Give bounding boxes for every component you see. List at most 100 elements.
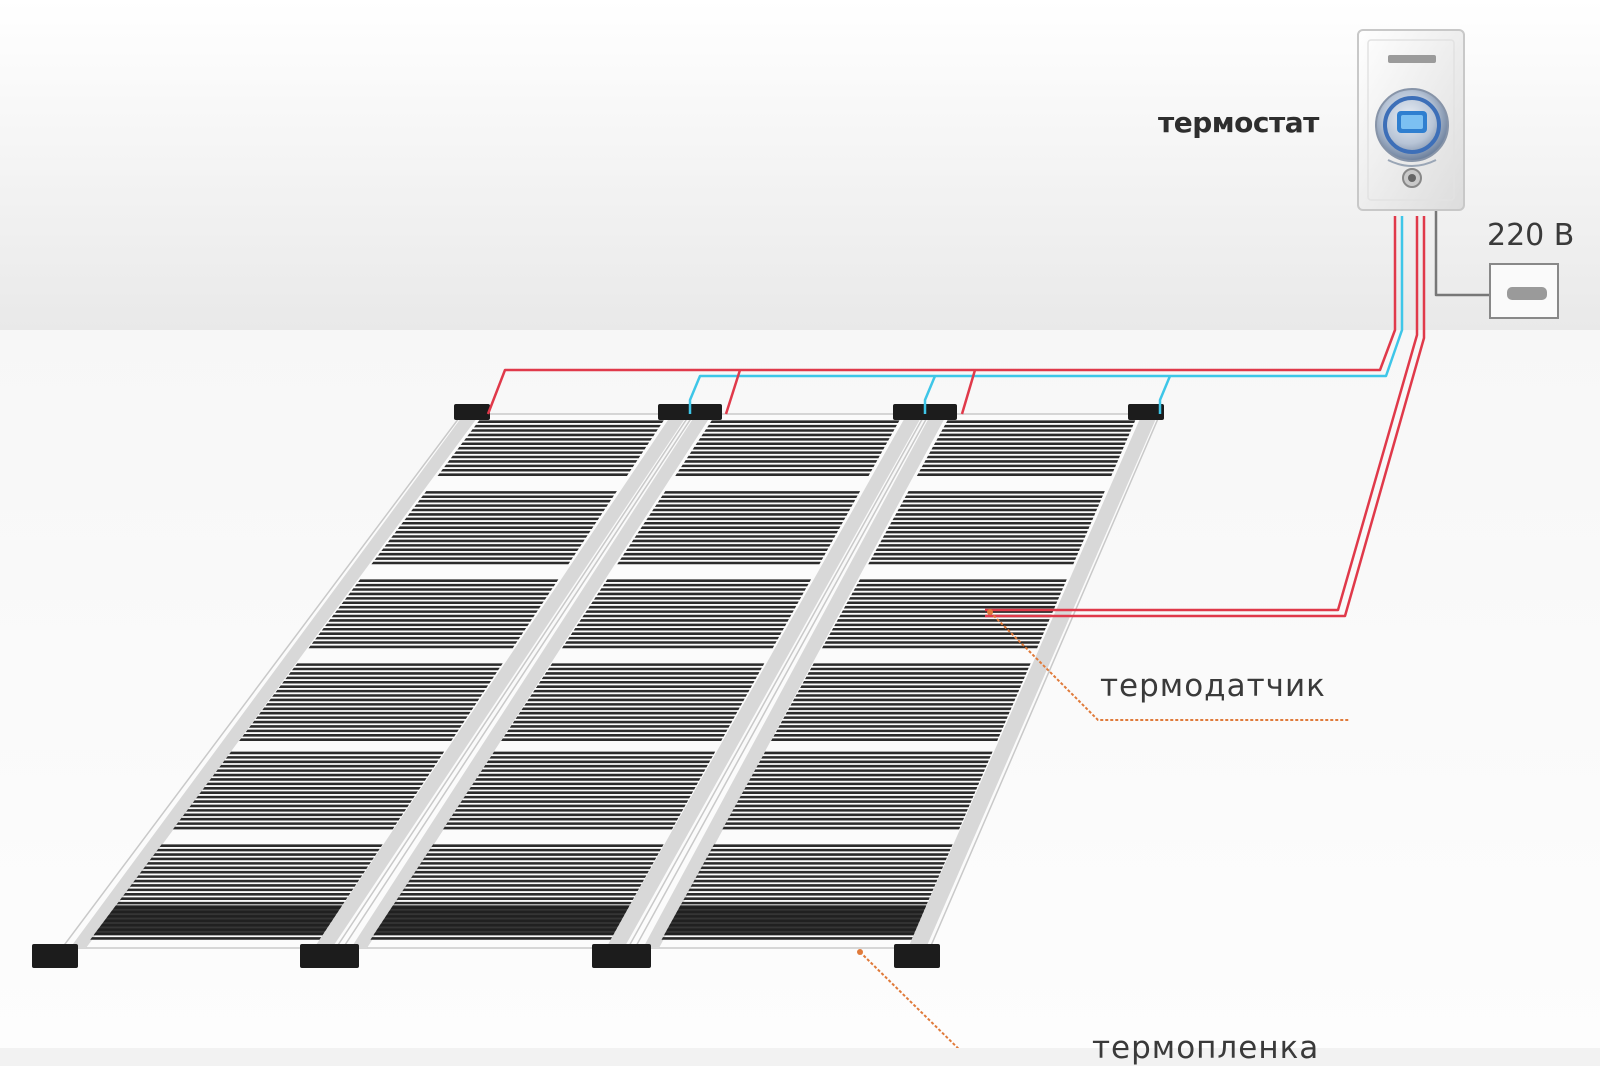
heating-stripe xyxy=(625,548,829,552)
thermostat-device xyxy=(1357,29,1465,211)
heating-stripe xyxy=(414,504,609,507)
terminal-clamp xyxy=(893,404,929,420)
heating-stripe xyxy=(374,557,573,560)
heating-stripe xyxy=(501,738,723,741)
heating-stripe xyxy=(853,588,1063,591)
heating-stripe xyxy=(335,610,538,613)
heating-stripe xyxy=(245,729,459,733)
heating-stripe xyxy=(153,853,377,856)
heating-stripe xyxy=(591,601,799,605)
heating-stripe xyxy=(219,764,436,768)
heating-stripe xyxy=(763,751,993,755)
heating-stripe xyxy=(408,879,644,883)
heating-stripe xyxy=(681,901,928,905)
heating-stripe xyxy=(790,703,1014,706)
heating-stripe xyxy=(683,897,930,900)
heating-stripe xyxy=(880,539,1084,543)
heating-stripe xyxy=(156,848,380,852)
heating-stripe xyxy=(146,862,371,865)
heating-stripe xyxy=(315,636,521,640)
heating-stripe xyxy=(393,901,632,905)
heating-stripe xyxy=(358,579,559,582)
power-socket xyxy=(1489,263,1559,319)
heating-stripe xyxy=(924,460,1119,463)
terminal-clamp xyxy=(313,944,359,968)
film-strip-2 xyxy=(341,413,927,949)
heating-stripe xyxy=(756,764,987,768)
heating-stripe xyxy=(826,636,1043,640)
heating-stripe xyxy=(179,817,401,821)
heating-stripe xyxy=(518,711,738,715)
heating-stripe xyxy=(295,663,503,666)
heating-stripe xyxy=(391,535,588,538)
heating-stripe xyxy=(683,460,878,463)
heating-stripe xyxy=(533,689,750,693)
sensor-label: термодатчик xyxy=(1100,668,1326,704)
heating-stripe xyxy=(570,632,782,635)
heating-stripe xyxy=(443,826,674,830)
heating-stripe xyxy=(396,897,635,900)
heating-stripe xyxy=(564,641,777,644)
heating-stripe xyxy=(780,720,1006,724)
heating-stripe xyxy=(252,720,465,724)
heating-stripe xyxy=(640,526,841,529)
terminal-clamp xyxy=(921,404,957,420)
heating-stripe xyxy=(787,707,1012,711)
heating-stripe xyxy=(321,627,527,631)
heating-stripe xyxy=(824,641,1041,644)
heating-stripe xyxy=(858,579,1067,582)
heating-stripe xyxy=(875,548,1081,552)
heating-stripe xyxy=(646,517,846,521)
heating-stripe xyxy=(698,870,942,874)
heating-stripe xyxy=(457,446,647,450)
heating-stripe xyxy=(448,817,679,821)
heating-stripe xyxy=(770,738,999,741)
heating-stripe xyxy=(800,685,1022,688)
heating-stripe xyxy=(417,499,612,503)
heating-stripe xyxy=(341,601,544,605)
heating-stripe xyxy=(686,455,880,459)
heating-stripe xyxy=(541,676,757,680)
heating-stripe xyxy=(351,588,553,591)
heating-stripe xyxy=(916,473,1113,476)
heating-stripe xyxy=(413,870,649,874)
terminal-clamp xyxy=(686,404,722,420)
heating-stripe xyxy=(929,451,1122,454)
heating-stripe xyxy=(904,495,1103,499)
heating-stripe xyxy=(143,866,369,870)
heating-stripe xyxy=(902,499,1101,503)
heating-stripe xyxy=(308,645,515,649)
heating-stripe xyxy=(486,760,711,764)
heating-stripe xyxy=(192,800,412,803)
heating-stripe xyxy=(401,521,597,525)
heating-stripe xyxy=(897,508,1098,512)
terminal-clamp xyxy=(1128,404,1164,420)
heating-stripe xyxy=(681,464,875,468)
heating-stripe xyxy=(318,632,524,635)
heating-stripe xyxy=(328,619,532,622)
heating-stripe xyxy=(892,517,1094,521)
heating-stripe xyxy=(933,442,1126,446)
heating-stripe xyxy=(567,636,780,640)
terminal-clamp xyxy=(32,944,78,968)
heating-stripe xyxy=(693,879,938,883)
heating-stripe xyxy=(344,597,547,600)
heating-stripe xyxy=(397,526,594,529)
heating-stripe xyxy=(795,694,1018,697)
heating-stripe xyxy=(579,619,789,622)
heating-stripe xyxy=(480,769,706,772)
heating-stripe xyxy=(753,769,985,772)
film-point-marker xyxy=(857,949,863,955)
heating-stripe xyxy=(773,734,1001,737)
heating-stripe xyxy=(387,539,585,543)
heating-stripe xyxy=(663,491,861,494)
heating-stripe xyxy=(623,552,826,556)
heating-stripe xyxy=(739,795,974,799)
heating-stripe xyxy=(746,782,980,786)
heating-stripe xyxy=(90,937,322,940)
heating-stripe xyxy=(205,782,424,786)
heating-stripe xyxy=(544,672,760,675)
heating-stripe xyxy=(189,804,410,808)
heating-stripe xyxy=(705,857,947,861)
heating-stripe xyxy=(675,473,870,476)
